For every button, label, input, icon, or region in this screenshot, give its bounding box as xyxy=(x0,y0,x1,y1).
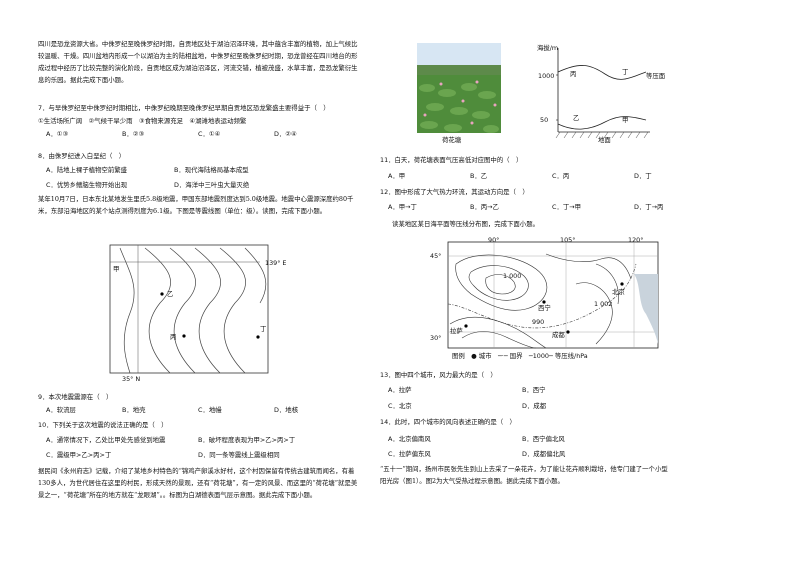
quake-intro: 某年10月7日，日本东北某地发生里氏5.8级地震，甲国东部地震烈度达到5.0级地… xyxy=(38,195,354,215)
point-ding xyxy=(256,335,260,339)
point-yi xyxy=(160,292,164,296)
lotus-intro: 据民间《永州府志》记载，介绍了某地乡村特色的“锦鸡产卵溪水好村，这个村因保留有传… xyxy=(38,467,358,499)
intro-paragraph: 四川是恐龙资源大省。中侏罗纪至晚侏罗纪时期，自贡地区处于湖泊沼泽环境，其中蕴含丰… xyxy=(38,40,358,84)
q7-stem: 7．与早侏罗纪至中侏罗纪时期相比，中侏罗纪晚期至晚侏罗纪早期自贡地区恐龙繁盛主要… xyxy=(38,104,330,112)
q14-stem: 14．此时，四个城市的风向表述正确的是（ ） xyxy=(380,418,516,426)
section-tick-1000: 1000 xyxy=(538,72,555,80)
map-label-yi: 乙 xyxy=(167,290,174,298)
q8-option-d[interactable]: D．海洋中三叶虫大量灭绝 xyxy=(174,181,250,189)
q8-stem: 8．由侏罗纪进入白垩纪（ ） xyxy=(38,152,126,160)
q9-option-c[interactable]: C．地幔 xyxy=(198,406,222,414)
q11-option-a[interactable]: A．甲 xyxy=(388,172,406,180)
city-chengdu-dot xyxy=(566,330,570,334)
q13-option-b[interactable]: B．西宁 xyxy=(522,386,546,394)
isobar-map xyxy=(447,241,659,349)
isomap-city-beijing: 北京 xyxy=(612,288,625,296)
q10-option-a[interactable]: A．通常情况下，乙处比甲处先感觉到地震 xyxy=(46,436,166,444)
section-label-jia: 甲 xyxy=(622,116,629,124)
q14-option-c[interactable]: C．拉萨偏东风 xyxy=(388,450,431,458)
q12-stem: 12．图中形成了大气热力环流，其运动方向是（ ） xyxy=(380,188,529,196)
q9-option-d[interactable]: D．地核 xyxy=(274,406,299,414)
section-label-bing: 丙 xyxy=(570,70,577,78)
q10-option-b[interactable]: B．破坏程度表现为甲>乙>丙>丁 xyxy=(198,436,296,444)
section-isobar-label: 等压面 xyxy=(646,72,666,80)
q14-option-d[interactable]: D．成都偏北风 xyxy=(522,450,566,458)
q7-option-b[interactable]: B．②③ xyxy=(122,130,145,138)
section-y-axis: 海拔/m xyxy=(537,44,559,52)
q7-choices-line: ①生活场所广阔 ②气候干旱少雨 ③食物来源充足 ④湖滩地表运动频繁 xyxy=(38,117,247,125)
city-lhasa-dot xyxy=(464,324,468,328)
q11-option-d[interactable]: D．丁 xyxy=(634,172,652,180)
isomap-city-lhasa: 拉萨 xyxy=(450,327,463,335)
isomap-lon-120: 120° xyxy=(628,236,644,244)
isomap-lon-105: 105° xyxy=(560,236,576,244)
q10-option-d[interactable]: D．同一条等震线上震级相同 xyxy=(198,451,280,459)
isobar-intro: 读某地区某日海平面等压线分布图，完成下面小题。 xyxy=(392,220,539,228)
q12-option-b[interactable]: B．丙→乙 xyxy=(470,203,499,211)
isomap-isobar-1000: 1 000 xyxy=(503,272,522,280)
isomap-lon-90: 90° xyxy=(488,236,500,244)
map-label-ding: 丁 xyxy=(260,325,267,333)
q13-option-d[interactable]: D．成都 xyxy=(522,402,547,410)
q11-option-b[interactable]: B．乙 xyxy=(470,172,488,180)
isomap-isobar-1002: 1 002 xyxy=(594,300,613,308)
q11-option-c[interactable]: C．丙 xyxy=(552,172,570,180)
map-lat-label: 35° N xyxy=(122,375,141,383)
q7-option-c[interactable]: C．①④ xyxy=(198,130,221,138)
q9-stem: 9．本次地震震源在（ ） xyxy=(38,393,113,401)
section-label-yi: 乙 xyxy=(573,114,580,122)
q12-option-a[interactable]: A．甲→丁 xyxy=(388,203,417,211)
q13-option-c[interactable]: C．北京 xyxy=(388,402,412,410)
q12-option-d[interactable]: D．丁→丙 xyxy=(634,203,664,211)
map-label-jia: 甲 xyxy=(113,265,120,273)
q12-option-c[interactable]: C．丁→甲 xyxy=(552,203,581,211)
isobaric-section-diagram xyxy=(555,48,650,139)
q7-option-d[interactable]: D．②④ xyxy=(274,130,297,138)
map-lon-label: 139° E xyxy=(265,259,287,267)
q7-option-a[interactable]: A．①③ xyxy=(46,130,69,138)
lotus-pond-photo xyxy=(417,43,501,133)
q8-option-c[interactable]: C．优势乡鳍脑生物开始出现 xyxy=(46,181,128,189)
section-tick-50: 50 xyxy=(540,116,549,124)
isomap-city-chengdu: 成都 xyxy=(552,331,565,339)
q9-option-a[interactable]: A．软流层 xyxy=(46,406,76,414)
q10-stem: 10．下列关于这次地震的说法正确的是（ ） xyxy=(38,421,168,429)
isoseismal-map xyxy=(109,244,269,374)
section-ground-label: 地面 xyxy=(598,136,611,144)
point-bing xyxy=(182,334,186,338)
q11-stem: 11．白天，荷花塘表面气压高低对应图中的（ ） xyxy=(380,156,523,164)
photo-caption: 荷花塘 xyxy=(442,136,462,144)
isomap-city-xining: 西宁 xyxy=(538,304,551,312)
isomap-isobar-990: 990 xyxy=(532,318,545,326)
city-beijing-dot xyxy=(620,282,624,286)
city-xining-dot xyxy=(542,300,546,304)
isomap-legend: 图例 ● 城市 ─·─ 国界 ─1000─ 等压线/hPa xyxy=(452,352,588,360)
last-intro: “五十一”期间，扬州市民张先生到山上去采了一朵花卉，为了能让花卉顺利栽培，他专门… xyxy=(380,465,668,485)
q13-stem: 13．图中四个城市，风力最大的是（ ） xyxy=(380,371,497,379)
q9-option-b[interactable]: B．地壳 xyxy=(122,406,146,414)
q14-option-a[interactable]: A．北京偏南风 xyxy=(388,435,431,443)
isomap-lat-45: 45° xyxy=(430,252,442,260)
map-label-bing: 丙 xyxy=(170,333,177,341)
q8-option-b[interactable]: B．现代海陆格局基本成型 xyxy=(174,166,249,174)
section-label-ding: 丁 xyxy=(622,68,629,76)
q13-option-a[interactable]: A．拉萨 xyxy=(388,386,412,394)
isomap-lat-30: 30° xyxy=(430,334,442,342)
q8-option-a[interactable]: A．陆地上裸子植物空前繁盛 xyxy=(46,166,128,174)
q10-option-c[interactable]: C．震级甲>乙>丙>丁 xyxy=(46,451,112,459)
q14-option-b[interactable]: B．西宁偏北风 xyxy=(522,435,565,443)
